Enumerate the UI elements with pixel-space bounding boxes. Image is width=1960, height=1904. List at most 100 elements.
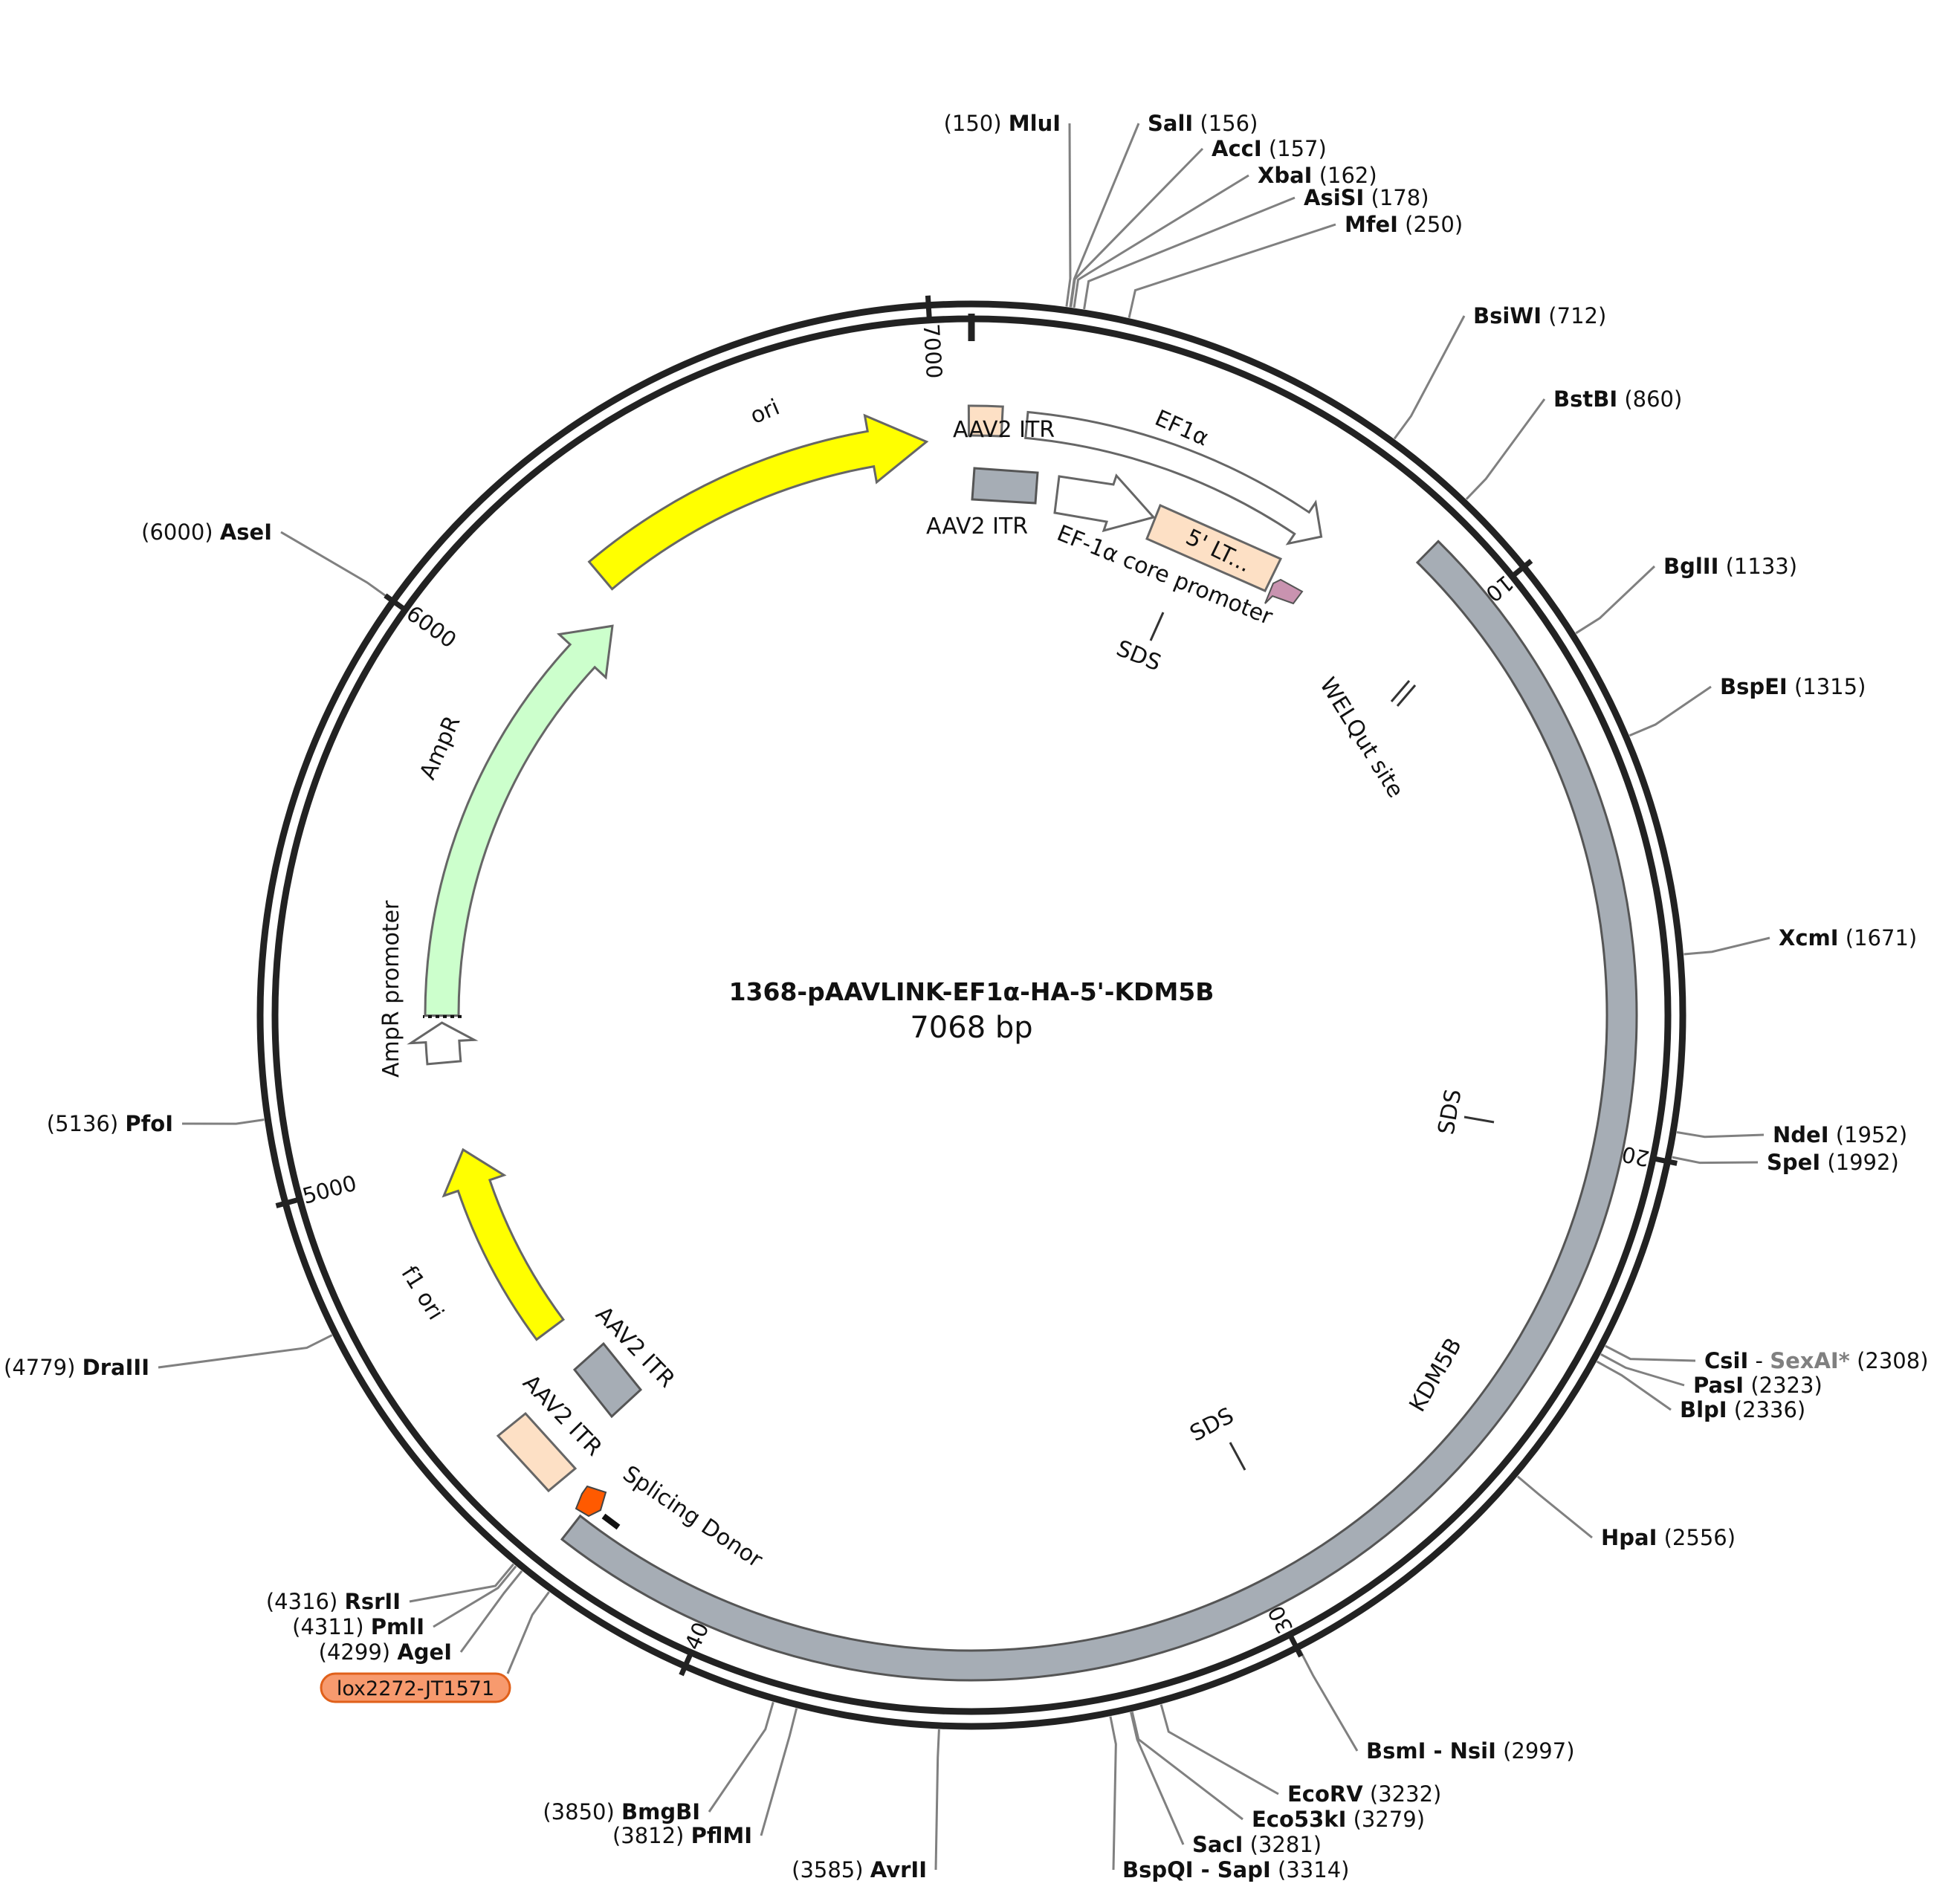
site-line-csii (1605, 1344, 1696, 1362)
site-line-bspei (1629, 685, 1712, 737)
sds-mark-2 (1463, 1115, 1495, 1124)
site-label-pfoi[interactable]: (5136) PfoI (47, 1111, 173, 1136)
feature-5ltr[interactable] (1145, 503, 1283, 592)
site-name: SpeI (1767, 1150, 1820, 1175)
site-pos: (3314) (1271, 1857, 1350, 1882)
site-label-acci[interactable]: AccI (157) (1212, 136, 1327, 161)
site-name: BspEI (1720, 674, 1788, 699)
site-label-bstbi[interactable]: BstBI (860) (1553, 386, 1682, 412)
site-label-rsrii[interactable]: (4316) RsrII (266, 1589, 401, 1614)
site-label-pflmi[interactable]: (3812) PflMI (612, 1823, 752, 1848)
site-label-saci[interactable]: SacI (3281) (1192, 1832, 1322, 1857)
site-line-pasi (1600, 1353, 1685, 1387)
site-label-mfei[interactable]: MfeI (250) (1345, 212, 1463, 237)
site-name: BglII (1663, 554, 1718, 579)
site-label-bglii[interactable]: BglII (1133) (1663, 554, 1797, 579)
feature-ef1a-core[interactable] (1053, 473, 1156, 533)
site-line-asei (280, 531, 391, 600)
site-name-extra: SexAI* (1770, 1348, 1850, 1373)
site-line-ndei (1676, 1131, 1765, 1139)
lox-tag-label: lox2272-JT1571 (337, 1677, 494, 1700)
site-label-bspei[interactable]: BspEI (1315) (1720, 674, 1866, 699)
site-pos: (3850) (543, 1799, 621, 1824)
site-name: EcoRV (1287, 1781, 1363, 1807)
lox-tag[interactable]: lox2272-JT1571 (320, 1672, 511, 1703)
feature-aav2-itr-top-inner[interactable] (971, 467, 1039, 505)
feature-ampr[interactable] (424, 624, 614, 1017)
site-label-xbai[interactable]: XbaI (162) (1258, 163, 1377, 188)
feature-ampr-promoter[interactable] (407, 1021, 479, 1066)
site-label-eco53ki[interactable]: Eco53kI (3279) (1252, 1807, 1425, 1832)
label-sds-3: SDS (1186, 1402, 1238, 1447)
site-name: AgeI (397, 1639, 452, 1665)
site-label-bsmi-nsii[interactable]: BsmI - NsiI (2997) (1366, 1738, 1575, 1764)
tick-7000 (925, 295, 933, 322)
site-line-xbai (1073, 174, 1249, 308)
feature-f1-ori[interactable] (442, 1147, 566, 1341)
feature-aav2-itr-top-outer[interactable] (967, 404, 1004, 438)
site-pos: (2336) (1727, 1397, 1806, 1422)
feature-welqut-marker[interactable] (1264, 578, 1304, 605)
lox-tag-box[interactable] (320, 1672, 511, 1703)
site-name: AsiSI (1304, 185, 1364, 210)
feature-aav2-itr-bottom-inner[interactable] (572, 1341, 643, 1419)
site-pos: (3279) (1346, 1807, 1425, 1832)
site-label-asisi[interactable]: AsiSI (178) (1304, 185, 1429, 210)
site-name: BmgBI (621, 1799, 700, 1824)
label-sds-1: SDS (1113, 635, 1165, 676)
site-pos: (4779) (4, 1355, 83, 1380)
site-label-draiii[interactable]: (4779) DraIII (4, 1355, 149, 1380)
sds-mark-1 (1149, 612, 1165, 641)
sds-mark-3 (1229, 1442, 1246, 1471)
site-label-blpi[interactable]: BlpI (2336) (1680, 1397, 1805, 1422)
site-line-pfoi (181, 1118, 265, 1125)
site-label-xcmi[interactable]: XcmI (1671) (1779, 925, 1917, 951)
site-name: AseI (220, 519, 272, 545)
site-pos: (250) (1398, 212, 1463, 237)
label-ampr-promoter: AmpR promoter (378, 900, 404, 1078)
site-pos: (1133) (1718, 554, 1797, 579)
site-pos: (1992) (1820, 1150, 1899, 1175)
site-line-sali (1069, 123, 1140, 308)
site-label-pasi[interactable]: PasI (2323) (1693, 1373, 1822, 1398)
site-name: RsrII (345, 1589, 401, 1614)
feature-aav2-itr-bottom-outer[interactable] (496, 1411, 578, 1493)
feature-track (407, 404, 1638, 1682)
site-pos: (162) (1312, 163, 1377, 188)
tick-4000 (679, 1650, 694, 1677)
feature-kdm5b[interactable] (560, 540, 1638, 1682)
site-label-avrii[interactable]: (3585) AvrII (792, 1857, 927, 1882)
site-label-mlui[interactable]: (150) MluI (944, 111, 1061, 136)
site-label-ndei[interactable]: NdeI (1952) (1773, 1122, 1907, 1147)
feature-ef1a[interactable] (1024, 410, 1323, 545)
feature-ori[interactable] (587, 413, 929, 591)
site-label-pmli[interactable]: (4311) PmlI (292, 1614, 424, 1639)
site-label-hpai[interactable]: HpaI (2556) (1601, 1525, 1736, 1550)
label-ampr: AmpR (415, 712, 465, 783)
site-label-sali[interactable]: SalI (156) (1148, 111, 1258, 136)
site-line-eco53ki (1131, 1712, 1243, 1821)
site-name: BsiWI (1473, 303, 1542, 328)
site-label-bmgbi[interactable]: (3850) BmgBI (543, 1799, 700, 1824)
site-pos: (1315) (1788, 674, 1866, 699)
site-name: PflMI (691, 1823, 752, 1848)
feature-splicing-donor[interactable] (575, 1485, 607, 1518)
label-welqut: WELQut site (1314, 673, 1408, 803)
site-label-asei[interactable]: (6000) AseI (141, 519, 272, 545)
site-pos: (4316) (266, 1589, 345, 1614)
site-label-bsiwi[interactable]: BsiWI (712) (1473, 303, 1606, 328)
site-line-avrii (934, 1729, 940, 1871)
label-kdm5b: KDM5B (1405, 1334, 1467, 1416)
cut-site-lines (158, 123, 1770, 1871)
label-aav2-itr-top-inner: AAV2 ITR (926, 514, 1028, 540)
site-label-bspqi-sapi[interactable]: BspQI - SapI (3314) (1122, 1857, 1349, 1882)
site-label-ecorv[interactable]: EcoRV (3232) (1287, 1781, 1441, 1807)
site-label-spei[interactable]: SpeI (1992) (1767, 1150, 1899, 1175)
tick-label-6000: 6000 (402, 600, 462, 653)
site-pos: (6000) (141, 519, 220, 545)
site-line-mfei (1128, 223, 1336, 318)
site-label-agei[interactable]: (4299) AgeI (319, 1639, 452, 1665)
splicing-donor-connector (601, 1513, 621, 1530)
site-label-csii[interactable]: CsiI - SexAI* (2308) (1704, 1348, 1929, 1373)
